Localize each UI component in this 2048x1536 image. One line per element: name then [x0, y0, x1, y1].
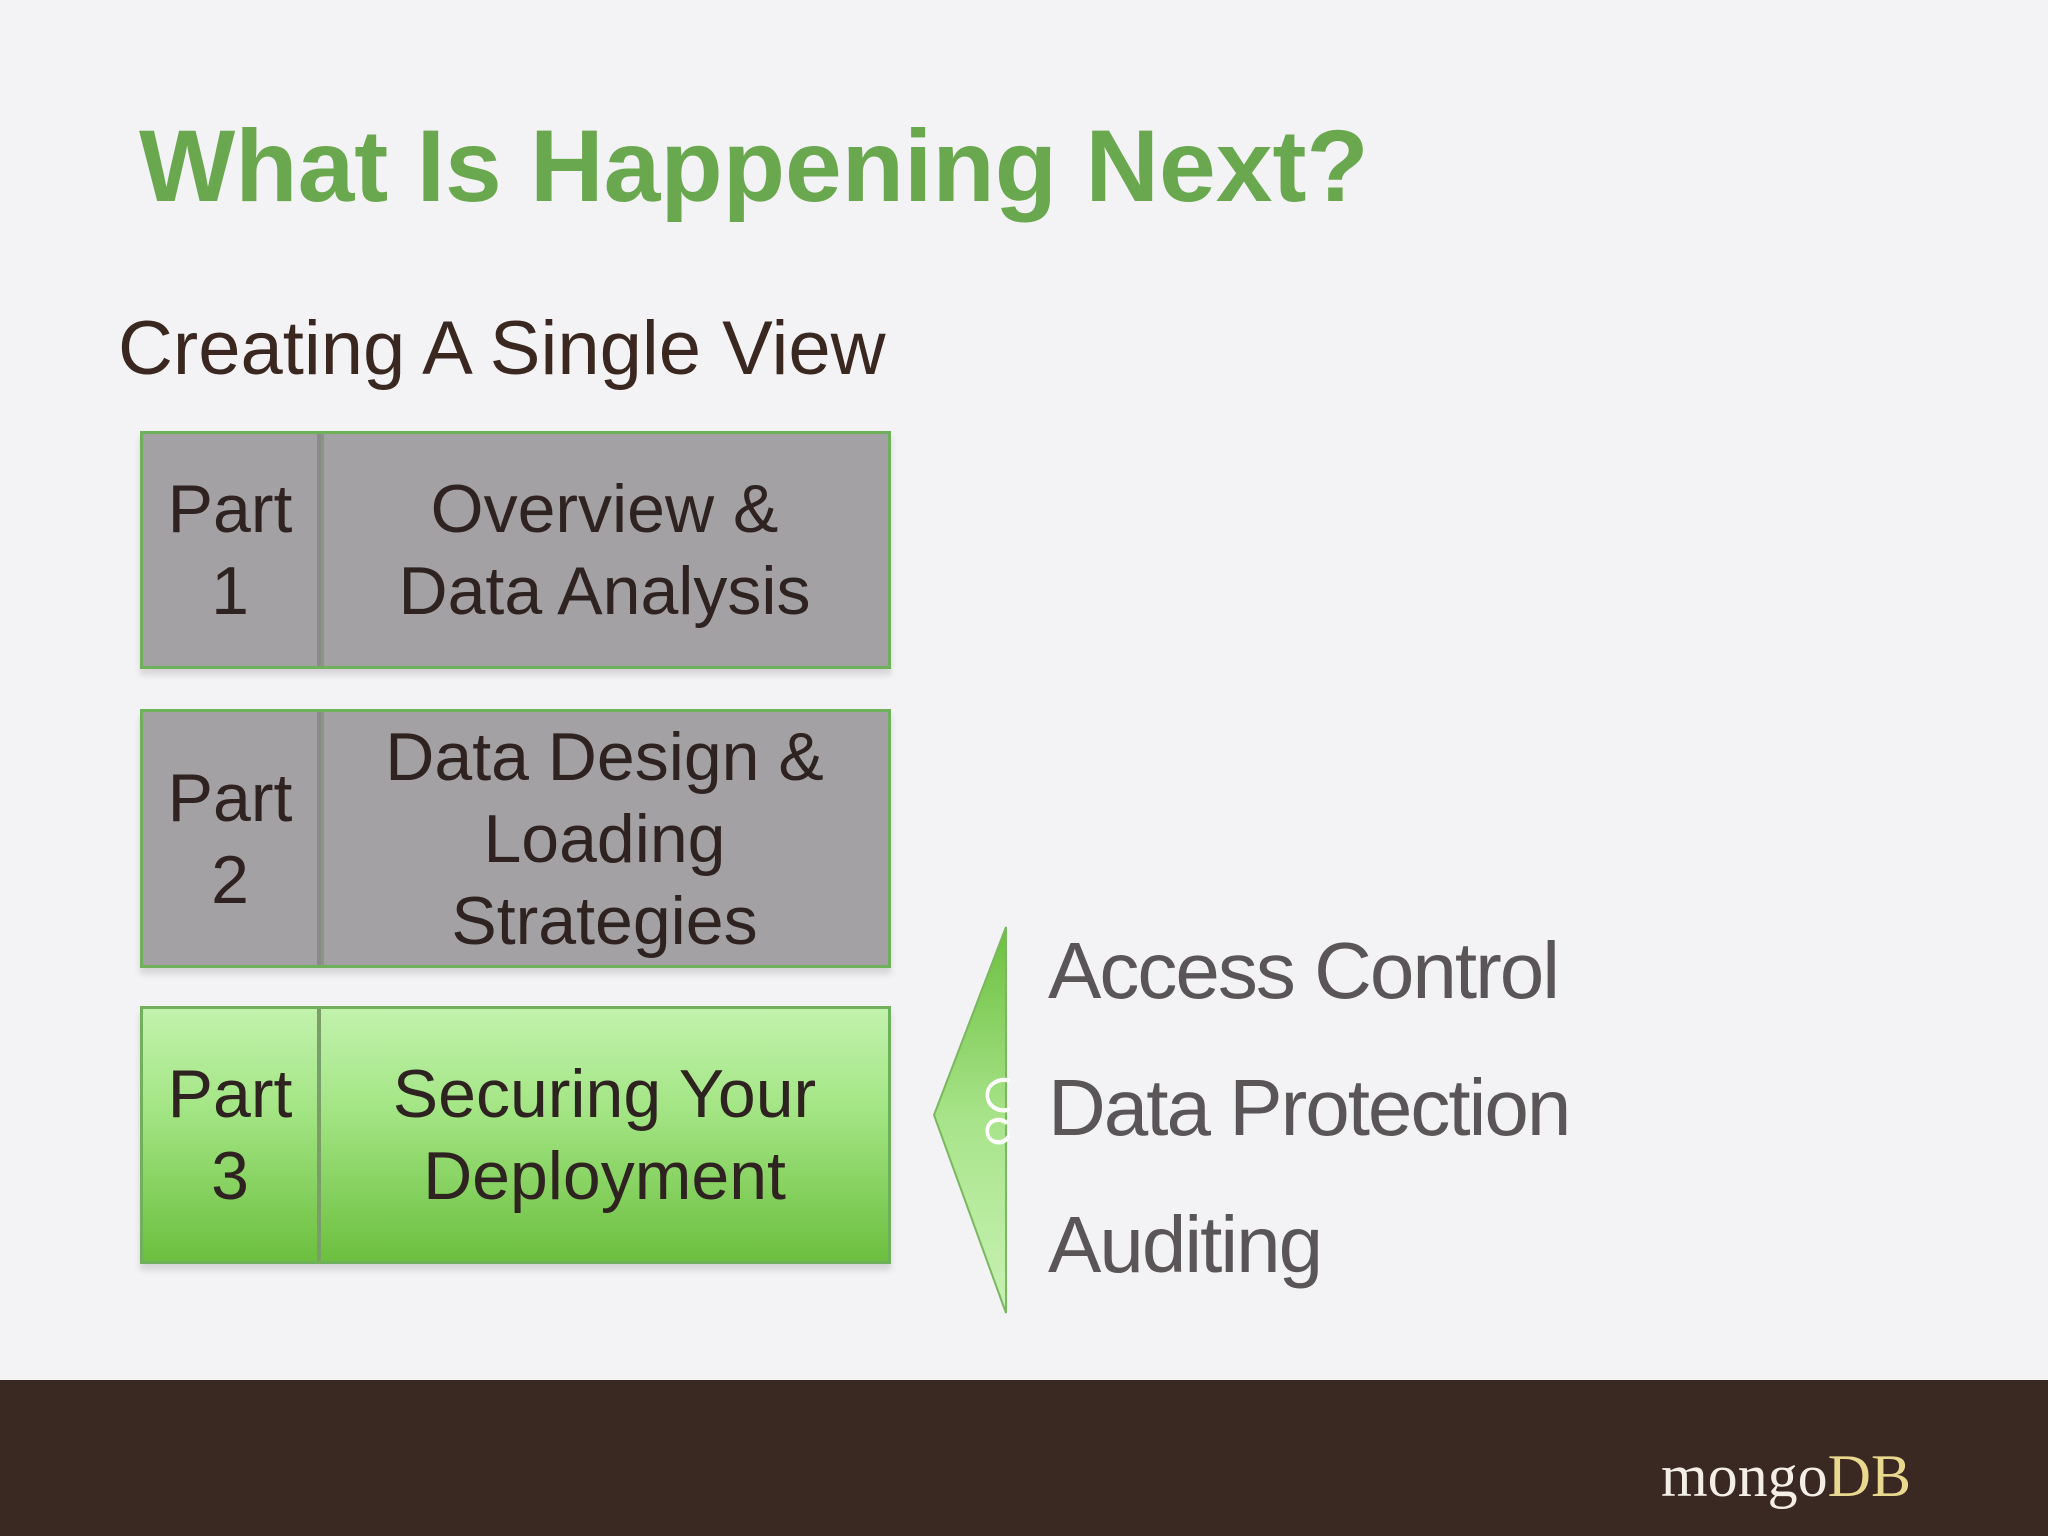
bracket-glyphs: ႠჂ	[975, 1075, 1010, 1147]
part-3-box: Part 3 Securing Your Deployment	[140, 1006, 891, 1264]
detail-item-data-protection: Data Protection	[1048, 1063, 1571, 1152]
part-2-number: Part 2	[143, 712, 321, 965]
footer-bar: mongoDB	[0, 1380, 2048, 1536]
part-2-box: Part 2 Data Design & Loading Strategies	[140, 709, 891, 968]
mongodb-logo: mongoDB	[1661, 1442, 1911, 1511]
slide-subtitle: Creating A Single View	[118, 306, 886, 391]
slide-title: What Is Happening Next?	[139, 109, 1369, 223]
part-2-label: Data Design & Loading Strategies	[385, 718, 824, 959]
detail-item-access-control: Access Control	[1048, 926, 1560, 1015]
part-1-label: Overview & Data Analysis	[398, 471, 811, 629]
part-1-box: Part 1 Overview & Data Analysis	[140, 431, 891, 669]
logo-db-text: DB	[1827, 1443, 1911, 1509]
bracket-arrow-icon: ႠჂ	[932, 926, 1010, 1314]
part-1-number: Part 1	[143, 434, 321, 666]
detail-item-auditing: Auditing	[1048, 1200, 1323, 1289]
part-3-number: Part 3	[143, 1009, 321, 1261]
expand-bracket-arrow: ႠჂ	[930, 925, 1010, 1315]
logo-mongo-text: mongo	[1660, 1443, 1828, 1509]
part-3-label: Securing Your Deployment	[392, 1056, 817, 1214]
